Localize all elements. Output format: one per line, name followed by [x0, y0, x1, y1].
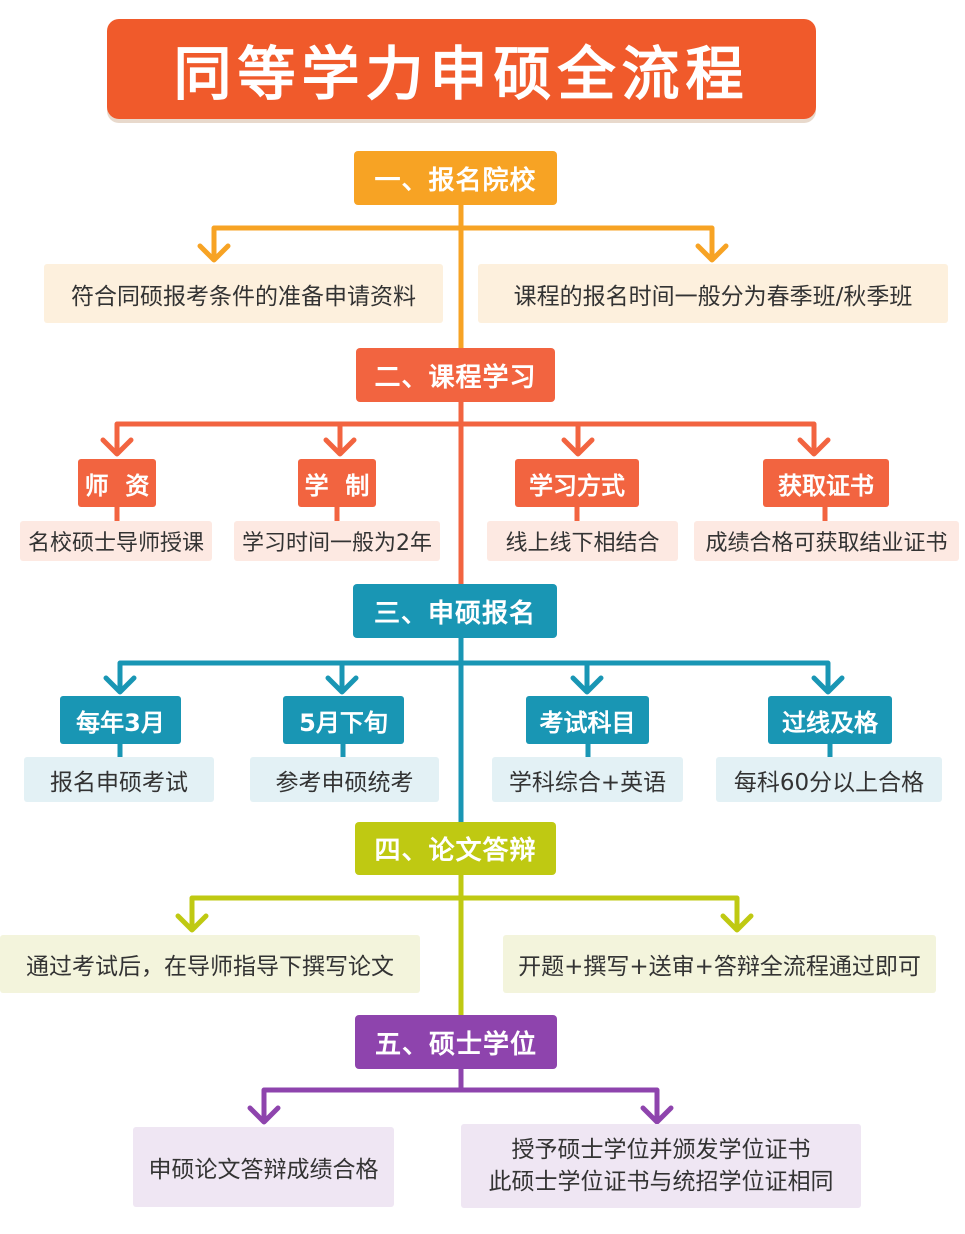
branch-step1 — [197, 225, 729, 263]
step-5-note-left: 申硕论文答辩成绩合格 — [133, 1127, 394, 1207]
step-2-note-duration: 学习时间一般为2年 — [234, 521, 440, 561]
branch-step3 — [103, 660, 845, 761]
step-2-note-faculty: 名校硕士导师授课 — [20, 521, 212, 561]
branch-step5 — [247, 1087, 674, 1125]
step-4-note-right: 开题+撰写+送审+答辩全流程通过即可 — [503, 935, 936, 993]
branch-step2 — [100, 421, 831, 524]
step-2-note-certificate: 成绩合格可获取结业证书 — [694, 521, 959, 561]
step-2-note-method: 线上线下相结合 — [487, 521, 678, 561]
page-title: 同等学力申硕全流程 — [107, 19, 816, 119]
step-1-header: 一、报名院校 — [354, 151, 557, 205]
step-3-item-march: 每年3月 — [60, 696, 181, 744]
step-3-note-may: 参考申硕统考 — [250, 757, 439, 802]
step-3-item-may: 5月下旬 — [283, 696, 404, 744]
step-3-header: 三、申硕报名 — [353, 584, 557, 638]
step-4-note-left: 通过考试后，在导师指导下撰写论文 — [0, 935, 420, 993]
step-3-note-pass: 每科60分以上合格 — [716, 757, 942, 802]
step-5-note-right: 授予硕士学位并颁发学位证书 此硕士学位证书与统招学位证相同 — [461, 1124, 861, 1208]
step-4-header: 四、论文答辩 — [355, 822, 556, 875]
step-5-note-right-line-1: 授予硕士学位并颁发学位证书 — [511, 1137, 811, 1163]
step-3-note-subjects: 学科综合+英语 — [492, 757, 683, 802]
step-2-item-duration: 学 制 — [298, 459, 376, 507]
step-5-header: 五、硕士学位 — [355, 1015, 557, 1069]
step-2-item-method: 学习方式 — [515, 459, 639, 507]
step-1-note-right: 课程的报名时间一般分为春季班/秋季班 — [478, 264, 948, 323]
step-2-item-faculty: 师 资 — [78, 459, 156, 507]
step-5-note-right-line-2: 此硕士学位证书与统招学位证相同 — [488, 1169, 834, 1195]
step-3-item-subjects: 考试科目 — [526, 696, 649, 744]
step-3-item-pass: 过线及格 — [768, 696, 892, 744]
step-1-note-left: 符合同硕报考条件的准备申请资料 — [44, 264, 443, 323]
step-2-item-certificate: 获取证书 — [763, 459, 889, 507]
branch-step4 — [175, 895, 754, 933]
step-2-header: 二、课程学习 — [356, 348, 555, 402]
step-3-note-march: 报名申硕考试 — [24, 757, 214, 802]
